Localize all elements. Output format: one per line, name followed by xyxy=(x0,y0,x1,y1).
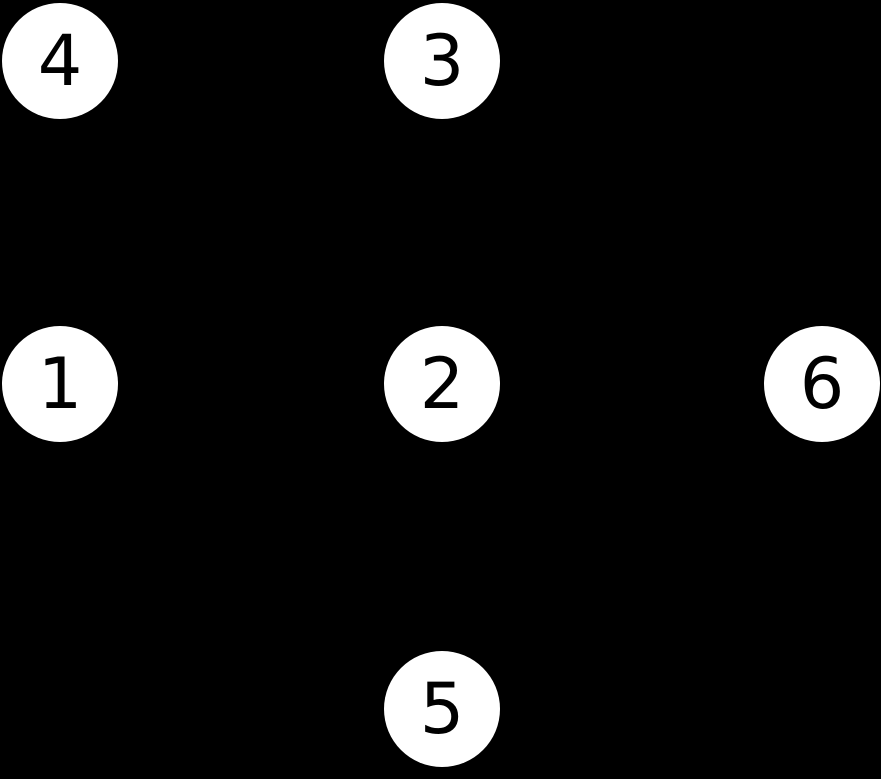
graph-node-3[interactable]: 3 xyxy=(384,3,500,119)
graph-node-label: 1 xyxy=(37,343,83,425)
graph-node-label: 2 xyxy=(419,343,465,425)
graph-node-label: 4 xyxy=(37,20,83,102)
graph-node-6[interactable]: 6 xyxy=(764,326,880,442)
graph-node-label: 3 xyxy=(419,20,465,102)
graph-node-label: 5 xyxy=(419,668,465,750)
graph-node-1[interactable]: 1 xyxy=(2,326,118,442)
graph-node-2[interactable]: 2 xyxy=(384,326,500,442)
graph-node-5[interactable]: 5 xyxy=(384,651,500,767)
graph-node-4[interactable]: 4 xyxy=(2,3,118,119)
graph-node-label: 6 xyxy=(799,343,845,425)
